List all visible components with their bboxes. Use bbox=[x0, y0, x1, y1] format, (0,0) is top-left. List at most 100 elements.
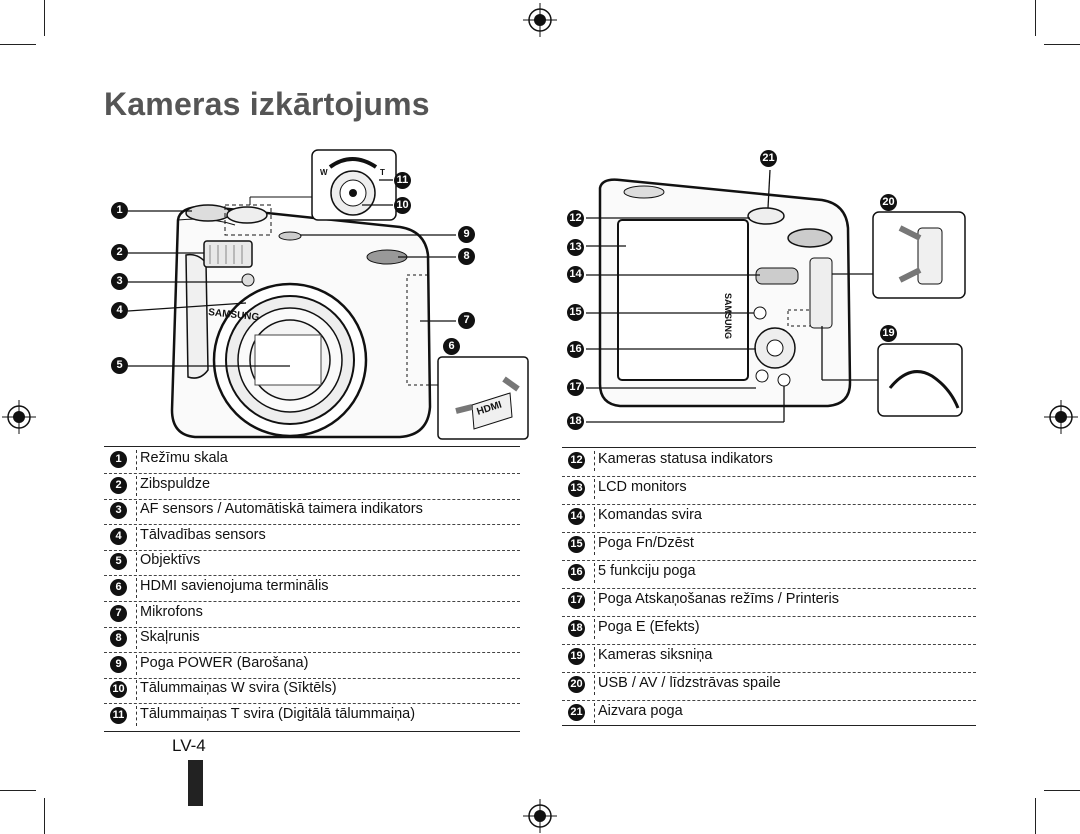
legend-label: Zibspuldze bbox=[140, 475, 211, 492]
legend-label: LCD monitors bbox=[598, 479, 687, 495]
legend-label: HDMI savienojuma terminālis bbox=[140, 578, 329, 594]
legend-row: 4 Tālvadības sensors bbox=[104, 525, 520, 551]
callout-number: 2 bbox=[110, 476, 127, 494]
callout-19: 19 bbox=[880, 325, 897, 342]
legend-label: 5 funkciju poga bbox=[598, 563, 696, 579]
callout-20: 20 bbox=[880, 194, 897, 211]
legend-label: USB / AV / līdzstrāvas spaile bbox=[598, 675, 781, 691]
front-logo-text: SAMSUNG bbox=[208, 307, 260, 323]
callout-3: 3 bbox=[111, 273, 128, 290]
crop-mark bbox=[0, 44, 36, 45]
callout-number: 8 bbox=[110, 630, 127, 648]
legend-right-bottom-rule bbox=[562, 725, 976, 726]
callout-5: 5 bbox=[111, 357, 128, 374]
legend-row: 1 Režīmu skala bbox=[104, 448, 520, 474]
legend-label: Komandas svira bbox=[598, 507, 702, 523]
legend-label: Tālvadības sensors bbox=[140, 526, 266, 543]
callout-number: 7 bbox=[110, 604, 127, 622]
callout-1: 1 bbox=[111, 202, 128, 219]
crop-mark bbox=[1035, 0, 1036, 36]
callout-7: 7 bbox=[458, 312, 475, 329]
legend-row: 12 Kameras statusa indikators bbox=[562, 449, 976, 477]
callout-number: 4 bbox=[110, 527, 127, 545]
legend-label: Režīmu skala bbox=[140, 450, 228, 466]
callout-number: 20 bbox=[568, 676, 585, 693]
callout-number: 19 bbox=[568, 648, 585, 665]
callout-9: 9 bbox=[458, 226, 475, 243]
callout-2: 2 bbox=[111, 244, 128, 261]
registration-mark-icon bbox=[1044, 400, 1078, 434]
legend-label: Objektīvs bbox=[140, 552, 201, 569]
legend-row: 6 HDMI savienojuma terminālis bbox=[104, 576, 520, 602]
legend-label: Kameras siksniņa bbox=[598, 647, 713, 663]
crop-mark bbox=[0, 790, 36, 791]
crop-mark bbox=[1044, 44, 1080, 45]
crop-mark bbox=[44, 798, 45, 834]
callout-number: 12 bbox=[568, 452, 585, 469]
callout-10: 10 bbox=[394, 197, 411, 214]
callout-number: 3 bbox=[110, 502, 127, 520]
callout-number: 16 bbox=[568, 564, 585, 581]
legend-label: Tālummaiņas W svira (Sīktēls) bbox=[140, 680, 337, 697]
callout-4: 4 bbox=[111, 302, 128, 319]
crop-mark bbox=[44, 0, 45, 36]
legend-label: AF sensors / Automātiskā taimera indikat… bbox=[140, 501, 423, 518]
zoom-t-label: T bbox=[380, 168, 385, 177]
page-title: Kameras izkārtojums bbox=[104, 86, 430, 122]
callout-12: 12 bbox=[567, 210, 584, 227]
legend-label: Kameras statusa indikators bbox=[598, 451, 773, 467]
callout-number: 17 bbox=[568, 592, 585, 609]
registration-mark-icon bbox=[2, 400, 36, 434]
legend-row: 7 Mikrofons bbox=[104, 602, 520, 628]
callout-number: 14 bbox=[568, 508, 585, 525]
legend-label: Mikrofons bbox=[140, 603, 203, 620]
callout-number: 10 bbox=[110, 681, 127, 699]
legend-row: 8 Skaļrunis bbox=[104, 627, 520, 654]
callout-11: 11 bbox=[394, 172, 411, 189]
legend-left: 1 Režīmu skala 2 Zibspuldze 3 AF sensors / … bbox=[104, 448, 520, 733]
zoom-w-label: W bbox=[320, 168, 328, 177]
legend-right: 12 Kameras statusa indikators 13 LCD monit… bbox=[562, 449, 976, 725]
callout-8: 8 bbox=[458, 248, 475, 265]
legend-row: 13 LCD monitors bbox=[562, 477, 976, 505]
callout-15: 15 bbox=[567, 304, 584, 321]
legend-label: Poga Atskaņošanas režīms / Printeris bbox=[598, 591, 839, 607]
crop-mark bbox=[1035, 798, 1036, 834]
legend-left-bottom-rule bbox=[104, 731, 520, 732]
legend-row: 10 Tālummaiņas W svira (Sīktēls) bbox=[104, 678, 520, 705]
callout-number: 15 bbox=[568, 536, 585, 553]
callout-18: 18 bbox=[567, 413, 584, 430]
legend-label: Skaļrunis bbox=[140, 629, 200, 646]
legend-row: 14 Komandas svira bbox=[562, 505, 976, 533]
legend-row: 3 AF sensors / Automātiskā taimera indika… bbox=[104, 499, 520, 526]
legend-right-top-rule bbox=[562, 447, 976, 448]
legend-label: Poga E (Efekts) bbox=[598, 619, 700, 635]
callout-number: 5 bbox=[110, 553, 127, 571]
callout-21: 21 bbox=[760, 150, 777, 167]
callout-17: 17 bbox=[567, 379, 584, 396]
callout-number: 6 bbox=[110, 579, 127, 596]
legend-row: 15 Poga Fn/Dzēst bbox=[562, 533, 976, 561]
callout-number: 13 bbox=[568, 480, 585, 497]
chapter-tab bbox=[188, 760, 203, 806]
legend-label: Tālummaiņas T svira (Digitālā tālummaiņa… bbox=[140, 706, 416, 722]
legend-label: Poga POWER (Barošana) bbox=[140, 654, 309, 671]
legend-row: 9 Poga POWER (Barošana) bbox=[104, 653, 520, 679]
legend-label: Poga Fn/Dzēst bbox=[598, 535, 694, 551]
callout-14: 14 bbox=[567, 266, 584, 283]
legend-row: 20 USB / AV / līdzstrāvas spaile bbox=[562, 673, 976, 701]
legend-left-top-rule bbox=[104, 446, 520, 447]
legend-row: 16 5 funkciju poga bbox=[562, 561, 976, 589]
callout-6: 6 bbox=[443, 338, 460, 355]
page-number: LV-4 bbox=[172, 736, 206, 755]
callout-number: 9 bbox=[110, 655, 127, 673]
legend-row: 5 Objektīvs bbox=[104, 550, 520, 577]
callout-16: 16 bbox=[567, 341, 584, 358]
callout-number: 1 bbox=[110, 451, 127, 468]
legend-row: 19 Kameras siksniņa bbox=[562, 645, 976, 673]
callout-13: 13 bbox=[567, 239, 584, 256]
